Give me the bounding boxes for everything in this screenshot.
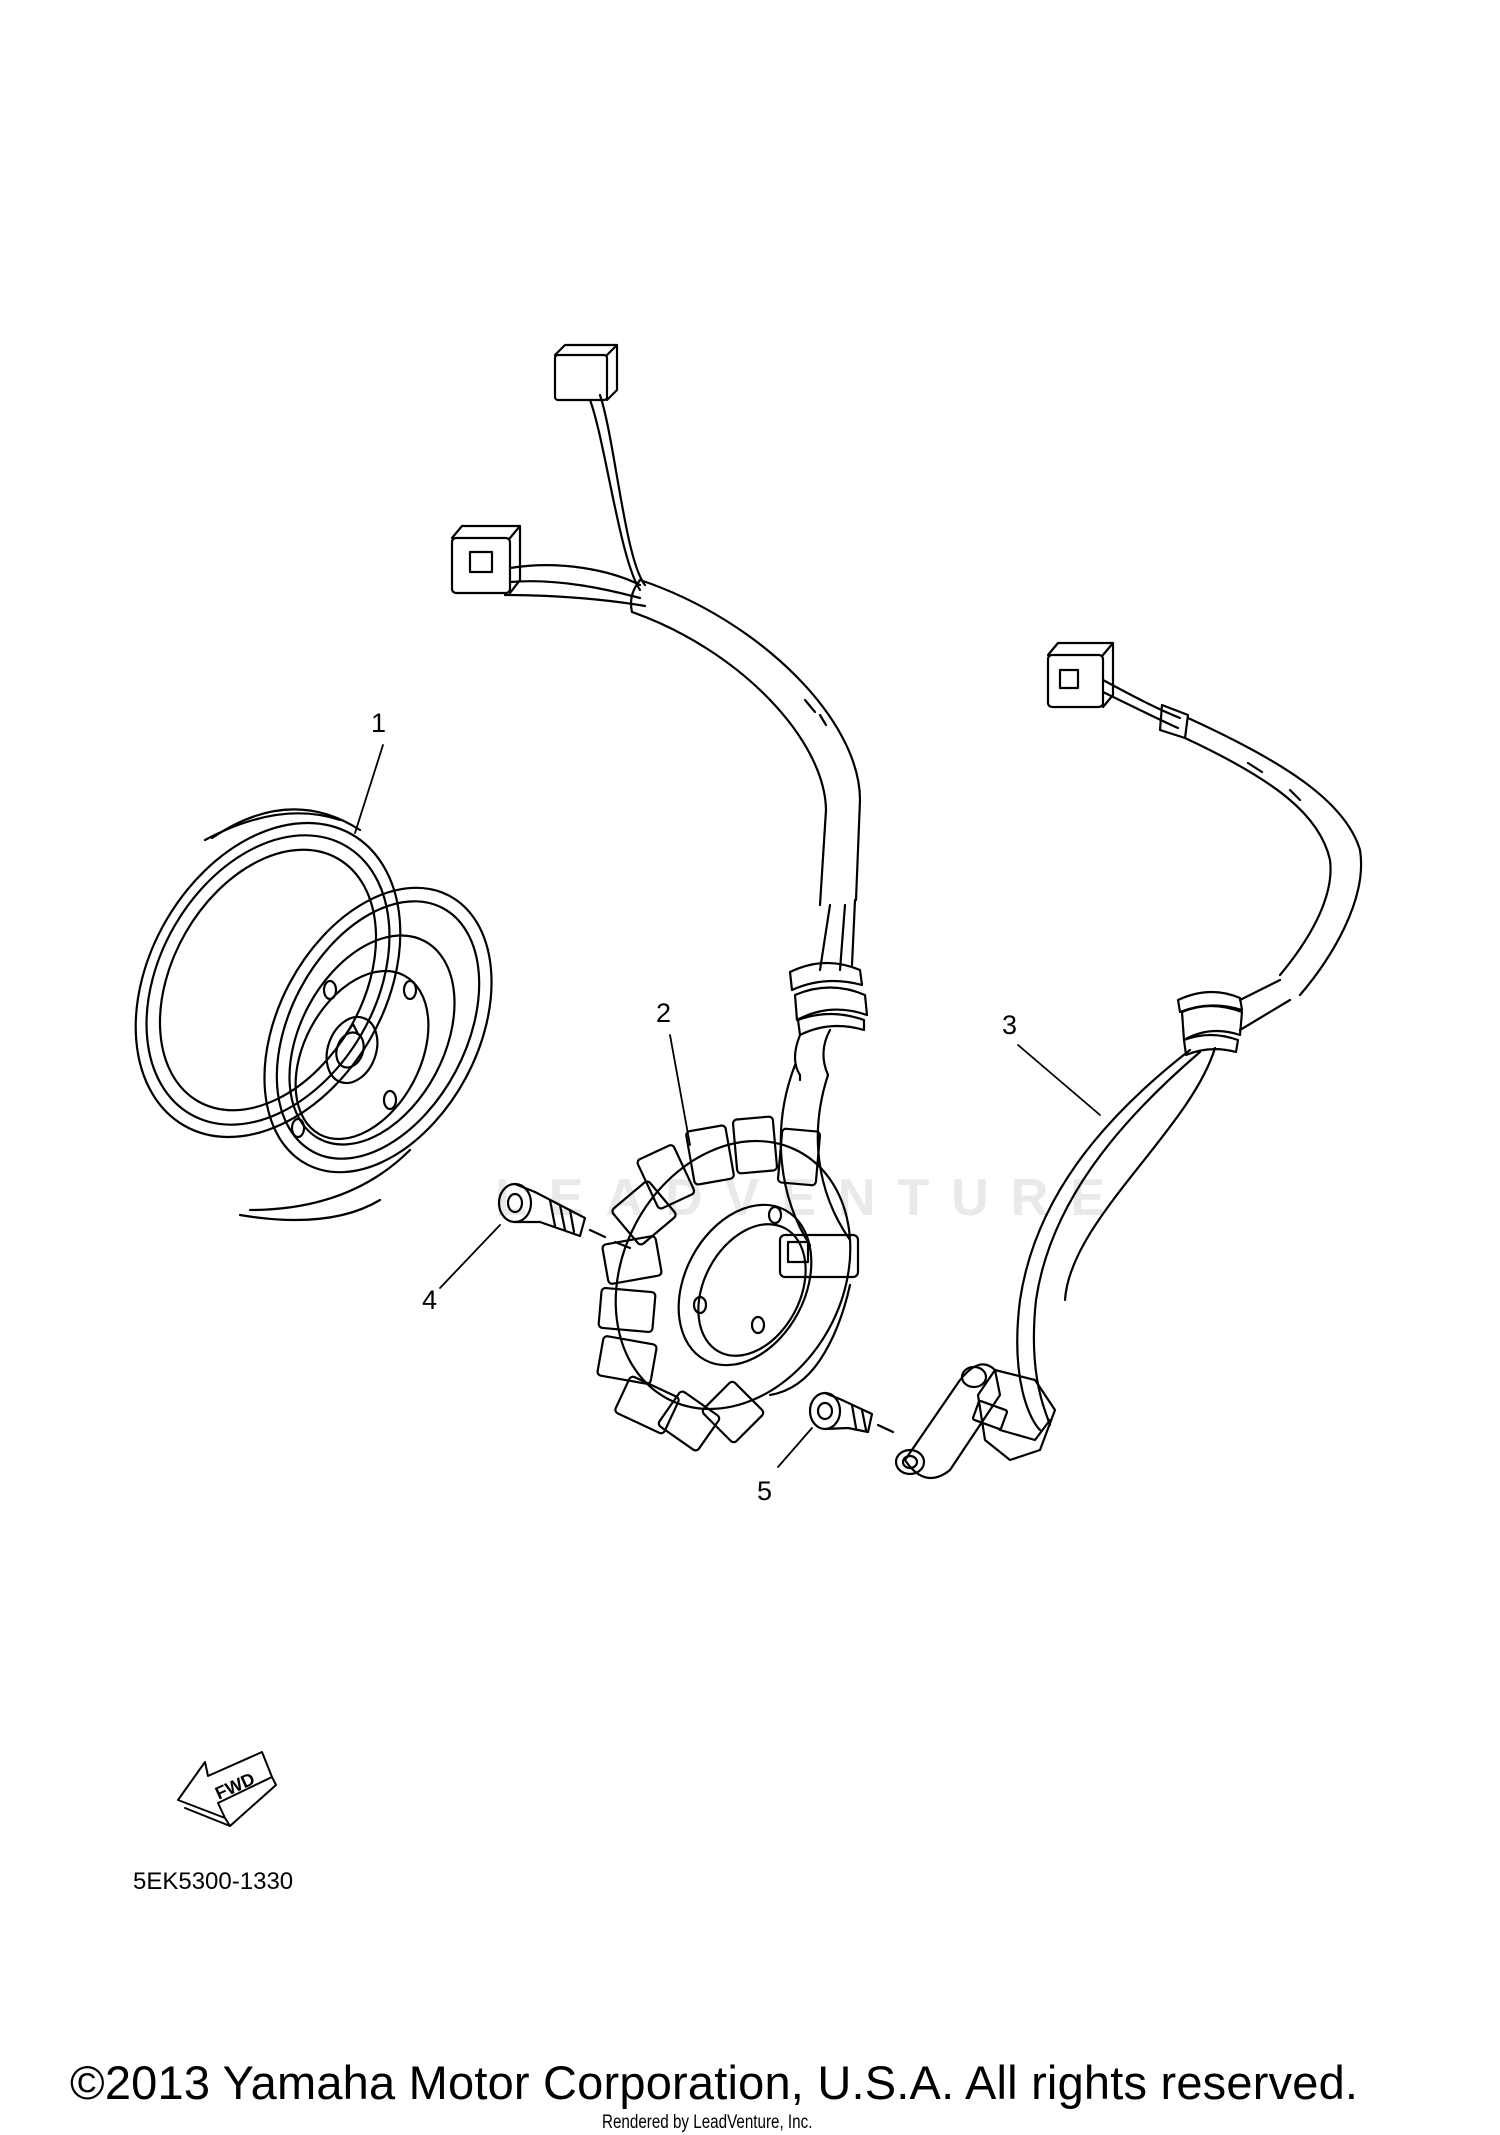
copyright-notice: ©2013 Yamaha Motor Corporation, U.S.A. A… <box>70 2056 1359 2109</box>
fwd-label: FWD <box>212 1769 258 1804</box>
stator-assembly <box>450 343 869 1452</box>
leadventure-watermark: LEADVENTURE <box>495 1169 1128 1227</box>
bolt-4 <box>497 1182 632 1250</box>
callout-4: 4 <box>422 1285 438 1315</box>
flywheel-rotor <box>134 808 493 1222</box>
fwd-arrow-icon <box>177 1751 277 1827</box>
bolt-5 <box>808 1391 895 1434</box>
callout-3: 3 <box>1002 1010 1018 1040</box>
rendered-by-notice: Rendered by LeadVenture, Inc. <box>602 2112 813 2133</box>
callout-2: 2 <box>656 998 672 1028</box>
callout-5: 5 <box>757 1476 773 1506</box>
callout-1: 1 <box>371 708 387 738</box>
pickup-coil <box>894 641 1363 1480</box>
leader-lines <box>354 744 1101 1468</box>
diagram-code: 5EK5300-1330 <box>133 1868 294 1895</box>
